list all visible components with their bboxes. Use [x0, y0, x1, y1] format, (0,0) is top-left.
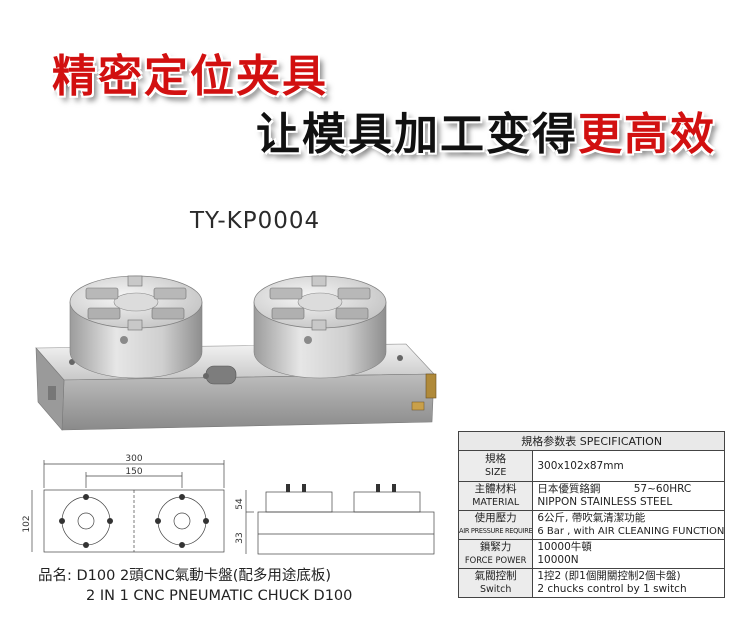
dim-pitch-label: 150	[125, 467, 142, 477]
product-image	[35, 275, 437, 431]
spec-key-en: SIZE	[485, 467, 507, 478]
spec-value-line: NIPPON STAINLESS STEEL	[537, 496, 673, 508]
headline-efficiency: 让模具加工变得更高效	[256, 98, 716, 162]
spec-value-line: 6公斤, 帶吹氣清潔功能	[537, 512, 646, 524]
product-name: 品名: D100 2頭CNC氣動卡盤(配多用途底板) 2 IN 1 CNC PN…	[38, 566, 352, 606]
spec-value-line: 日本優質鉻鋼 57~60HRC	[537, 483, 692, 495]
product-name-zh-line: 品名: D100 2頭CNC氣動卡盤(配多用途底板)	[38, 566, 352, 586]
spec-row-air-pressure: 使用壓力 AIR PRESSURE REQUIRE 6公斤, 帶吹氣清潔功能 6 B…	[457, 510, 726, 540]
product-name-en: 2 IN 1 CNC PNEUMATIC CHUCK D100	[86, 588, 353, 604]
technical-drawing: 300 150 102 54 33	[22, 454, 435, 555]
dim-base-height-label: 33	[235, 532, 245, 543]
product-name-zh: D100 2頭CNC氣動卡盤(配多用途底板)	[76, 568, 332, 584]
headline-efficiency-accent: 更高效	[578, 109, 716, 160]
product-name-label: 品名:	[38, 568, 72, 584]
spec-key: 主體材料 MATERIAL	[457, 481, 534, 511]
spec-key: 鎖緊力 FORCE POWER	[457, 539, 534, 569]
spec-value-line: 10000N	[537, 554, 579, 566]
spec-key: 使用壓力 AIR PRESSURE REQUIRE	[457, 510, 534, 540]
model-number: TY-KP0004	[190, 208, 321, 234]
spec-key-zh: 規格	[485, 453, 507, 465]
spec-row-size: 規格 SIZE 300x102x87mm	[457, 450, 726, 482]
dim-chuck-height-label: 54	[235, 498, 245, 510]
spec-value: 300x102x87mm	[532, 450, 726, 482]
spec-key-en: FORCE POWER	[464, 555, 527, 565]
spec-key-zh: 鎖緊力	[479, 541, 512, 553]
spec-key-zh: 使用壓力	[474, 512, 517, 524]
headline-precision-fixture: 精密定位夹具	[52, 51, 328, 102]
dim-depth-label: 102	[22, 515, 32, 532]
spec-value-line: 1控2 (即1個開關控制2個卡盤)	[537, 570, 681, 582]
spec-table-title: 規格参数表 SPECIFICATION	[457, 431, 726, 451]
dim-total-label: 300	[125, 454, 142, 464]
spec-value: 1控2 (即1個開關控制2個卡盤)2 chucks control by 1 s…	[532, 568, 726, 598]
spec-key-en: Switch	[479, 584, 512, 595]
spec-value-line: 2 chucks control by 1 switch	[537, 583, 687, 595]
spec-key: 氣閥控制 Switch	[457, 568, 534, 598]
spec-row-switch: 氣閥控制 Switch 1控2 (即1個開關控制2個卡盤)2 chucks con…	[457, 568, 726, 598]
spec-value-line: 10000牛頓	[537, 541, 592, 553]
spec-key-en: MATERIAL	[472, 497, 520, 508]
spec-key-en: AIR PRESSURE REQUIRE	[459, 527, 533, 535]
spec-key-zh: 主體材料	[474, 483, 517, 495]
spec-key-zh: 氣閥控制	[474, 570, 517, 582]
spec-key: 規格 SIZE	[457, 450, 534, 482]
spec-value: 6公斤, 帶吹氣清潔功能 6 Bar , with AIR CLEANING FU…	[532, 510, 726, 540]
spec-value-line: 6 Bar , with AIR CLEANING FUNCTION	[537, 526, 725, 537]
headline-efficiency-main: 让模具加工变得	[256, 109, 578, 160]
